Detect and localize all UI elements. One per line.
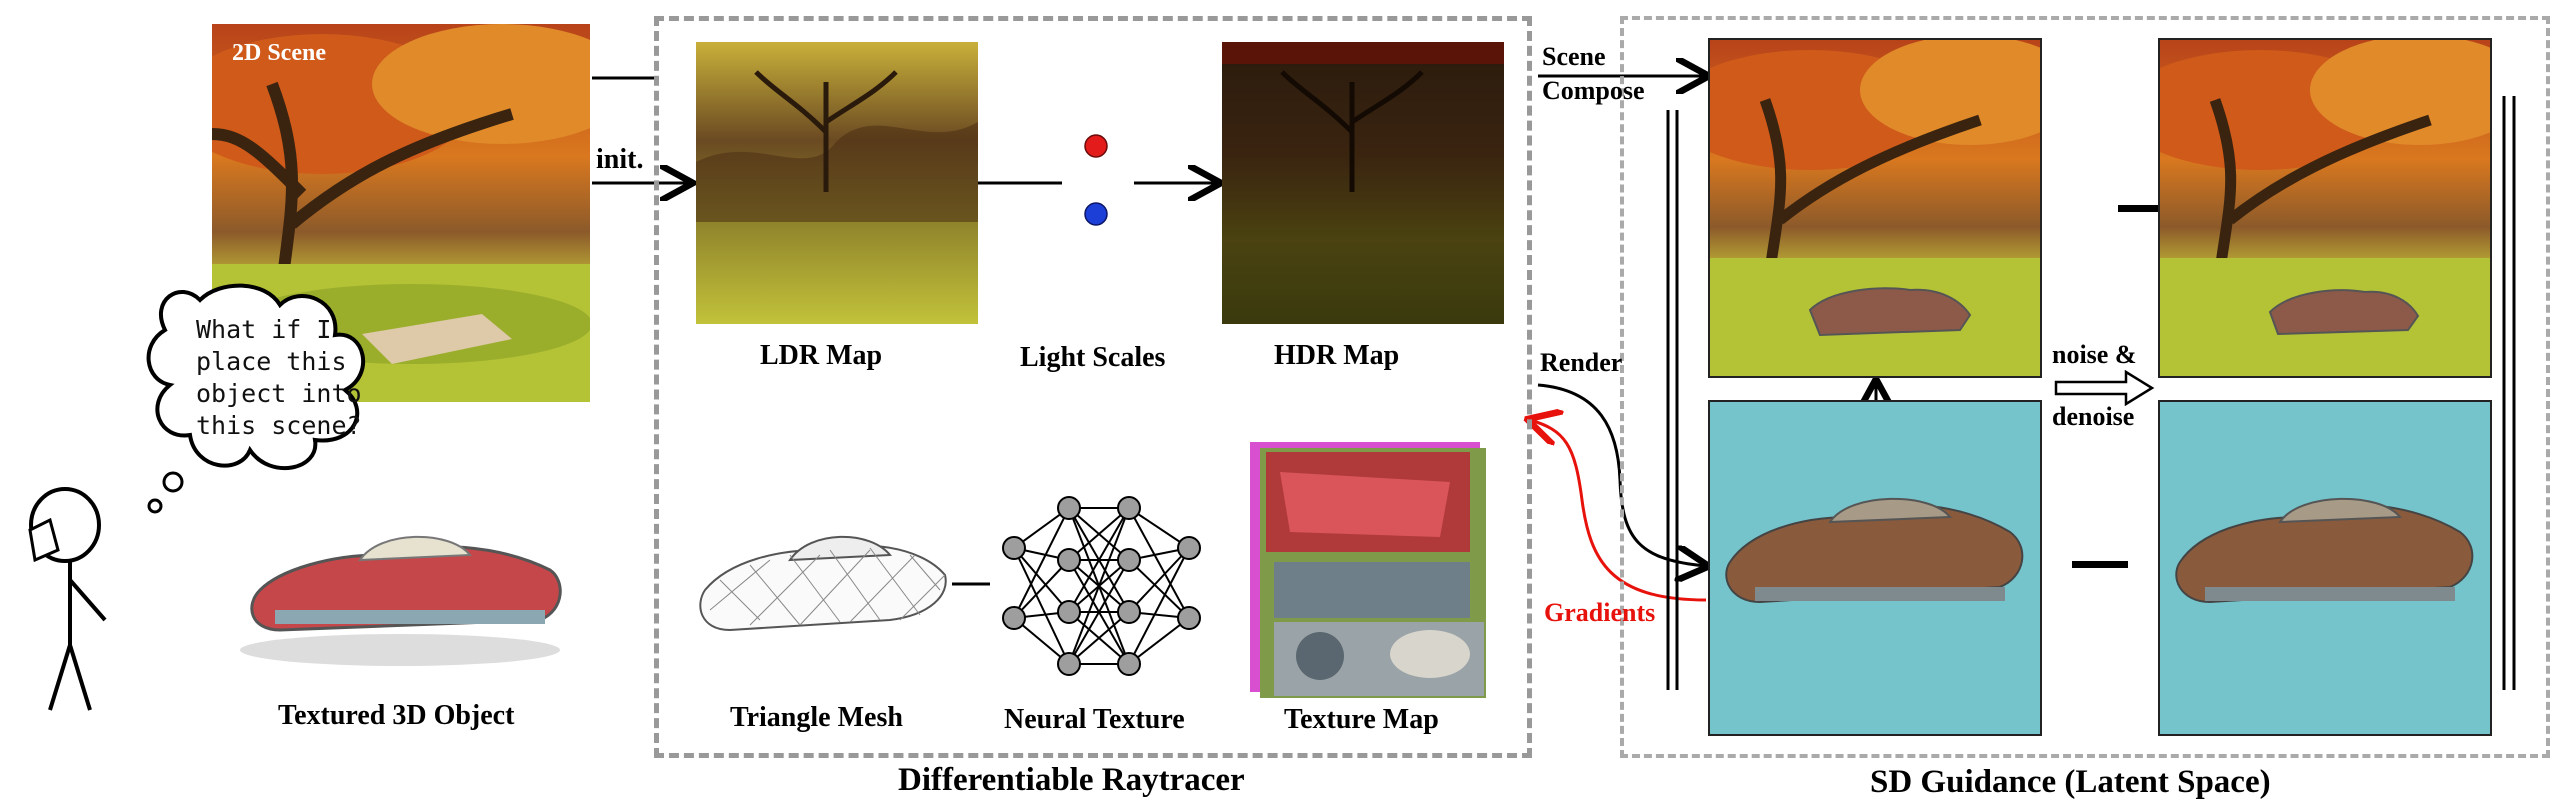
hdr-map-label: HDR Map	[1274, 340, 1400, 371]
minus-sign-top	[2118, 205, 2174, 212]
thought-line-3: object into	[196, 379, 362, 408]
thought-cloud	[146, 283, 365, 514]
neural-texture-network	[1002, 496, 1201, 676]
denoised-scene-image	[2158, 38, 2492, 378]
noise-denoise-arrow	[2054, 369, 2155, 407]
denoised-latent-image	[2158, 400, 2492, 736]
scene-compose-label-2: Compose	[1542, 76, 1645, 105]
triangle-mesh-label: Triangle Mesh	[730, 702, 903, 733]
gradients-arrow	[1530, 420, 1707, 602]
raytracer-box	[654, 16, 1532, 758]
rendered-latent-image	[1708, 400, 2042, 736]
stick-figure	[28, 487, 107, 711]
thought-line-1: What if I	[196, 315, 332, 344]
gradients-label: Gradients	[1544, 598, 1656, 627]
scene-tag: 2D Scene	[232, 40, 326, 66]
hdr-map-image	[1222, 42, 1504, 324]
minus-sign-bottom	[2072, 561, 2128, 568]
blue-light-dot	[1084, 202, 1108, 226]
scene-compose-label-1: Scene	[1542, 42, 1606, 71]
texture-map-label: Texture Map	[1284, 704, 1439, 735]
triangle-mesh-image	[699, 535, 947, 632]
render-label: Render	[1540, 348, 1623, 377]
light-scales-label: Light Scales	[1020, 342, 1166, 373]
thought-line-2: place this	[196, 347, 347, 376]
sd-guidance-title: SD Guidance (Latent Space)	[1870, 764, 2271, 800]
noise-label-2: denoise	[2052, 402, 2135, 431]
red-light-dot	[1084, 134, 1108, 158]
sd-guidance-box	[1620, 16, 2550, 758]
thought-line-4: this scene?	[196, 411, 362, 440]
ldr-map-image	[696, 42, 978, 324]
composed-scene-image	[1708, 38, 2042, 378]
scene-image	[172, 24, 632, 402]
raytracer-title: Differentiable Raytracer	[898, 762, 1245, 798]
textured-object-image	[240, 535, 562, 666]
ldr-map-label: LDR Map	[760, 340, 883, 371]
neural-texture-label: Neural Texture	[1004, 704, 1185, 735]
noise-label-1: noise &	[2052, 340, 2137, 369]
init-label: init.	[596, 144, 644, 175]
textured-object-label: Textured 3D Object	[278, 700, 515, 731]
texture-map-image	[1250, 442, 1486, 698]
